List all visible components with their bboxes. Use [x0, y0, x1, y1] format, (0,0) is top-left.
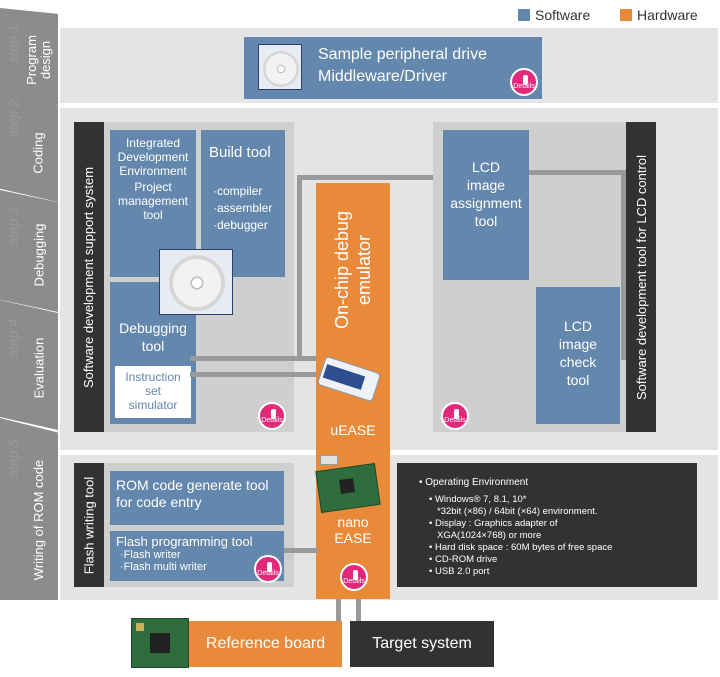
- connector-simulator-emulator: [190, 372, 325, 377]
- lcd-assign-line3: assignment: [450, 195, 522, 211]
- lcd-assign-line4: tool: [474, 213, 498, 229]
- emulator-line2: emulator: [354, 234, 374, 306]
- rom-code-line2: for code entry: [116, 494, 202, 510]
- sds-details-icon[interactable]: Details: [258, 402, 286, 430]
- ide-line6: tool: [143, 208, 163, 222]
- lcd-details-icon[interactable]: Details: [441, 402, 469, 430]
- sample-cd-image: [258, 44, 302, 90]
- step-tab-4: [0, 300, 58, 430]
- reference-board-box[interactable]: Reference board: [189, 621, 342, 667]
- sample-peripheral-line1: Sample peripheral drive: [318, 46, 487, 63]
- build-tool-title: Build tool: [209, 144, 271, 161]
- lcd-assign-line1: LCD: [471, 159, 500, 175]
- rom-code-box[interactable]: ROM code generate tool for code entry: [110, 471, 284, 525]
- nanoease-device-image: [314, 455, 386, 513]
- step-tab-2: [0, 92, 58, 202]
- connector-vertical-left: [297, 175, 302, 360]
- step-title-3: Debugging: [31, 223, 47, 287]
- build-item-debugger: ·debugger: [213, 218, 268, 232]
- legend-software-label: Software: [535, 7, 591, 23]
- flash-prog-item2: ·Flash multi writer: [120, 561, 207, 573]
- reference-board-image: [131, 618, 189, 668]
- uease-device-image: [312, 355, 384, 403]
- env-item: *32bit (×86) / 64bit (×64) environment.: [437, 506, 598, 517]
- lcd-assign-box[interactable]: LCD image assignment tool: [443, 130, 529, 280]
- emulator-line1: On-chip debug: [332, 210, 352, 330]
- uease-label: uEASE: [330, 422, 376, 438]
- target-system-label: Target system: [372, 635, 472, 652]
- simulator-line1: Instruction: [125, 370, 181, 384]
- step-title-1: Program design: [24, 35, 54, 85]
- step-column: step 1 Program design step 2 Coding step…: [0, 0, 62, 600]
- sds-label-bar: Software development support system: [74, 122, 104, 432]
- lcd-check-line2: image: [558, 336, 598, 352]
- lcd-check-box[interactable]: LCD image check tool: [536, 287, 620, 424]
- step-tab-5: [0, 418, 58, 600]
- rom-code-line1: ROM code generate tool: [116, 477, 269, 493]
- env-item: • Display : Graphics adapter of: [429, 518, 558, 529]
- flash-prog-item1: ·Flash writer: [120, 549, 181, 561]
- build-item-assembler: ·assembler: [213, 201, 273, 215]
- ide-line4: Project: [134, 180, 172, 194]
- legend-hardware-label: Hardware: [637, 7, 698, 23]
- legend-hardware-swatch: [620, 9, 632, 21]
- lcd-assign-line2: image: [466, 177, 506, 193]
- sample-details-icon[interactable]: Details: [510, 68, 538, 96]
- env-item: XGA(1024×768) or more: [437, 530, 542, 541]
- step-num-4: step 4: [5, 318, 21, 357]
- nanoease-label-1: nano: [337, 514, 369, 530]
- lcd-check-line1: LCD: [563, 318, 592, 334]
- sample-peripheral-line2: Middleware/Driver: [318, 68, 447, 85]
- ide-box[interactable]: Integrated Development Environment Proje…: [110, 130, 196, 277]
- env-item: • USB 2.0 port: [429, 566, 490, 577]
- ide-line5: management: [117, 194, 189, 208]
- environment-list: • Windows® 7, 8.1, 10* *32bit (×86) / 64…: [429, 494, 697, 578]
- nanoease-label-2: EASE: [334, 530, 372, 546]
- sample-peripheral-box[interactable]: Sample peripheral drive Middleware/Drive…: [244, 37, 542, 99]
- flash-tool-label-bar: Flash writing tool: [74, 463, 104, 587]
- step-title-2: Coding: [31, 131, 47, 174]
- debugging-tool-line1: Debugging: [119, 320, 187, 336]
- lcd-check-line3: check: [559, 354, 597, 370]
- legend: Software Hardware: [518, 6, 718, 24]
- ide-cd-image: [159, 249, 233, 315]
- connector-debug-emulator: [190, 356, 325, 361]
- step-num-2: step 2: [5, 98, 21, 137]
- ide-line2: Development: [117, 150, 189, 164]
- emulator-details-icon[interactable]: Details: [340, 563, 368, 591]
- step-title-5: Writing of ROM code: [31, 459, 47, 581]
- ide-line1: Integrated: [125, 136, 181, 150]
- legend-software-swatch: [518, 9, 530, 21]
- step-title-4: Evaluation: [31, 337, 46, 399]
- reference-board-label: Reference board: [205, 635, 326, 652]
- step-tab-1: [0, 8, 58, 105]
- step-num-5: step 5: [5, 438, 21, 477]
- step-num-1: step 1: [5, 24, 21, 63]
- connector-emulator-target: [356, 599, 361, 621]
- simulator-box[interactable]: Instruction set simulator: [115, 366, 191, 418]
- environment-title: • Operating Environment: [419, 477, 529, 488]
- step-num-3: step 3: [5, 206, 21, 245]
- lcd-check-line4: tool: [566, 372, 590, 388]
- connector-emulator-reference: [336, 599, 341, 621]
- step-tab-3: [0, 190, 58, 312]
- env-item: • Windows® 7, 8.1, 10*: [429, 494, 527, 505]
- simulator-line2: set: [144, 384, 161, 398]
- lcd-control-label-bar: Software development tool for LCD contro…: [626, 122, 656, 432]
- env-item: • Hard disk space : 60M bytes of free sp…: [429, 542, 613, 553]
- connector-flash-emulator: [284, 548, 318, 553]
- ide-line3: Environment: [119, 164, 187, 178]
- flash-details-icon[interactable]: Details: [254, 555, 282, 583]
- environment-box: • Operating Environment • Windows® 7, 8.…: [397, 463, 697, 587]
- connector-lcd-vertical: [621, 170, 626, 360]
- connector-lcd-assign-check: [529, 170, 629, 175]
- simulator-line3: simulator: [128, 398, 178, 412]
- target-system-box[interactable]: Target system: [350, 621, 494, 667]
- build-item-compiler: ·compiler: [213, 184, 263, 198]
- env-item: • CD-ROM drive: [429, 554, 498, 565]
- flash-prog-title: Flash programming tool: [116, 534, 253, 549]
- debugging-tool-line2: tool: [141, 338, 165, 354]
- emulator-title: On-chip debug emulator: [316, 190, 390, 350]
